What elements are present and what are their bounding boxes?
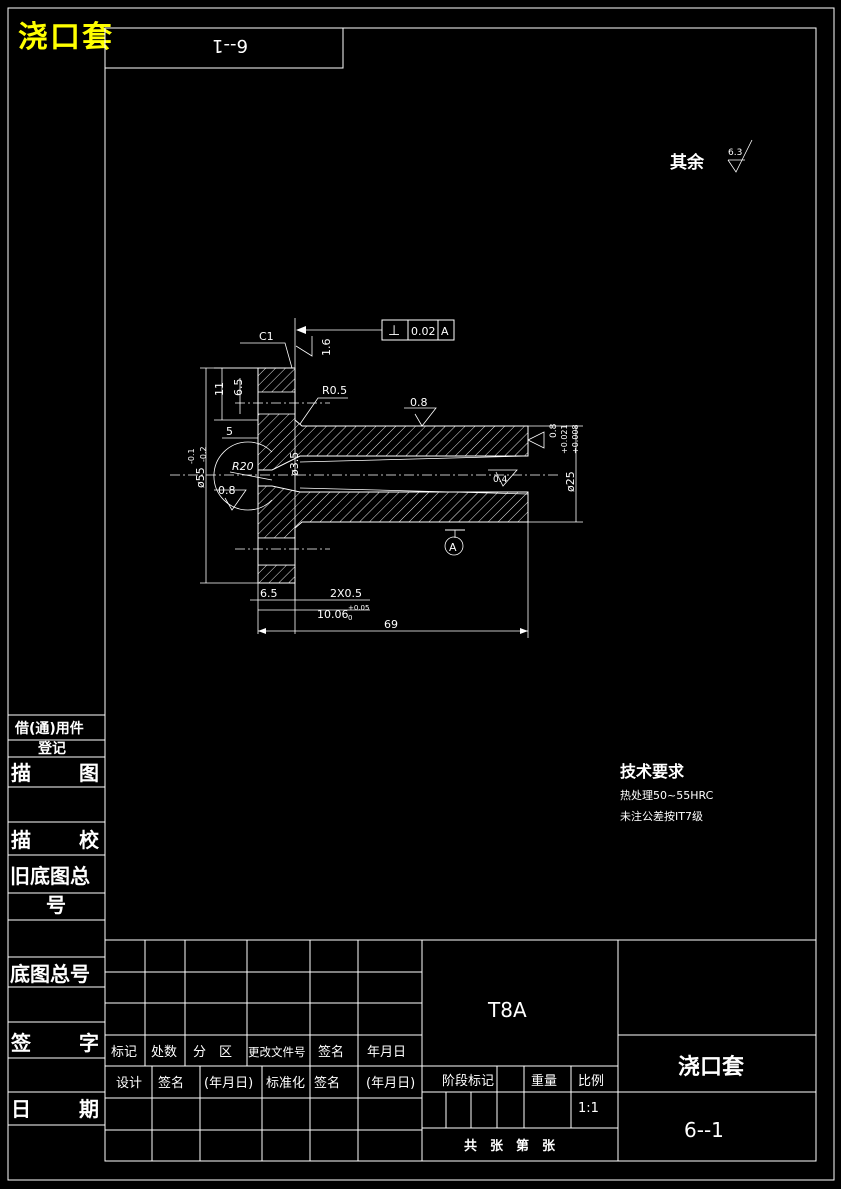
tb-scale-value: 1:1: [578, 1101, 599, 1116]
tech-heading: 技术要求: [620, 762, 685, 781]
tb-row1-c3: 分 区: [193, 1045, 232, 1060]
tech-line2: 未注公差按IT7级: [620, 809, 703, 823]
tb-row1-c1: 标记: [111, 1045, 137, 1060]
tolerance-frame: [296, 319, 455, 341]
ra-top-value: 1.6: [320, 339, 333, 357]
dim-6-5-horizontal: 6.5: [260, 587, 278, 600]
chamfer-label: C1: [259, 330, 274, 343]
dim-dia55: ø55: [194, 467, 207, 488]
dim-dia55-upper: -0.1: [187, 448, 196, 464]
dim-11: 11: [213, 382, 226, 396]
check-label-2: 校: [79, 828, 100, 852]
dim-dia25: ø25: [564, 471, 577, 492]
dim-5: 5: [226, 425, 233, 438]
dim-69: 69: [384, 618, 398, 631]
cone-upper: [299, 455, 529, 463]
check-label-1: 描: [11, 828, 31, 852]
tb-weight-label: 重量: [531, 1073, 557, 1089]
dim-dia25-upper: +0.021: [560, 424, 569, 454]
fillet-leader: [299, 397, 348, 425]
sign-label-1: 签: [10, 1031, 32, 1055]
tb-row1-c4: 更改文件号: [248, 1045, 306, 1059]
cone-lower: [299, 487, 529, 495]
datum-circle: [444, 536, 464, 556]
ra-sphere-value: 0.8: [218, 484, 236, 497]
roughness-rest-label: 其余: [670, 152, 705, 173]
ra-bore-top-value: 0.8: [410, 396, 428, 409]
trace-label-2: 图: [79, 761, 99, 785]
chamfer-leader: [240, 342, 293, 369]
tb-row1-c6: 年月日: [367, 1045, 406, 1060]
old-base-label-2: 号: [46, 893, 66, 917]
roughness-rest-value: 6.3: [728, 148, 742, 158]
dim-10-06-upper: +0.05: [348, 604, 369, 612]
ra-cone-icon: [488, 469, 518, 487]
tb-row2-c6: (年月日): [366, 1076, 415, 1091]
dim-dia55-lower: -0.2: [199, 446, 208, 462]
ra-bore-top-icon: [404, 407, 437, 427]
dim-chamfer2: 2X0.5: [330, 587, 362, 600]
material-label: T8A: [487, 998, 527, 1022]
date-label-1: 日: [11, 1097, 31, 1121]
sphere-arc: [213, 441, 273, 511]
date-label-2: 期: [79, 1097, 99, 1121]
outer-border: [7, 7, 835, 1181]
left-panel-lines: [8, 739, 105, 1126]
old-base-label: 旧底图总: [10, 864, 90, 888]
dim-10-06-lower: 0: [348, 614, 352, 622]
tb-row2-c2: 签名: [158, 1075, 184, 1091]
title-block-grid: [105, 939, 816, 1161]
dim-10-06: 10.06: [317, 608, 349, 621]
datum-label: A: [449, 541, 457, 554]
tb-row2-c4: 标准化: [266, 1076, 305, 1091]
mirrored-code-box: [104, 27, 344, 69]
dim-dia3-5: ø3.5: [288, 452, 301, 476]
drawing-number-label: 6--1: [684, 1118, 724, 1142]
dim-6-5-vertical: 6.5: [232, 379, 245, 397]
inner-border: [104, 27, 817, 1162]
tolerance-value: 0.02: [411, 325, 436, 338]
tb-row1-c2: 处数: [151, 1045, 177, 1060]
ra-top-icon: [295, 336, 313, 357]
tb-row2-c3: (年月日): [204, 1076, 253, 1091]
tech-line1: 热处理50~55HRC: [620, 789, 714, 802]
dim-r20: R20: [232, 460, 254, 473]
tb-row2-c1: 设计: [116, 1076, 142, 1091]
part-name-label: 浇口套: [678, 1054, 744, 1080]
sign-label-2: 字: [79, 1031, 99, 1055]
borrow-label: 借(通)用件: [14, 720, 84, 737]
tb-stage-label: 阶段标记: [442, 1074, 494, 1089]
header-title: 浇口套: [18, 20, 114, 55]
trace-label-1: 描: [11, 761, 31, 785]
dim-dia25-lower: +0.008: [571, 424, 580, 454]
tolerance-datum: A: [441, 325, 449, 338]
tb-row1-c5: 签名: [318, 1044, 344, 1060]
ra-right-value: 0.8: [549, 423, 559, 438]
mirrored-code: 6--1: [212, 35, 248, 56]
ra-right-icon: [527, 431, 545, 449]
tolerance-symbol: ⊥: [388, 323, 400, 339]
roughness-symbol-icon: [727, 139, 753, 173]
tb-row2-c5: 签名: [314, 1075, 340, 1091]
base-number-label: 底图总号: [10, 962, 90, 986]
register-label: 登记: [37, 740, 66, 757]
fillet-label: R0.5: [322, 384, 347, 397]
tb-sheets: 共 张 第 张: [464, 1138, 556, 1154]
ra-sphere-icon: [214, 489, 247, 511]
tb-scale-label: 比例: [578, 1074, 604, 1089]
ra-cone-value: 0.4: [493, 475, 508, 485]
